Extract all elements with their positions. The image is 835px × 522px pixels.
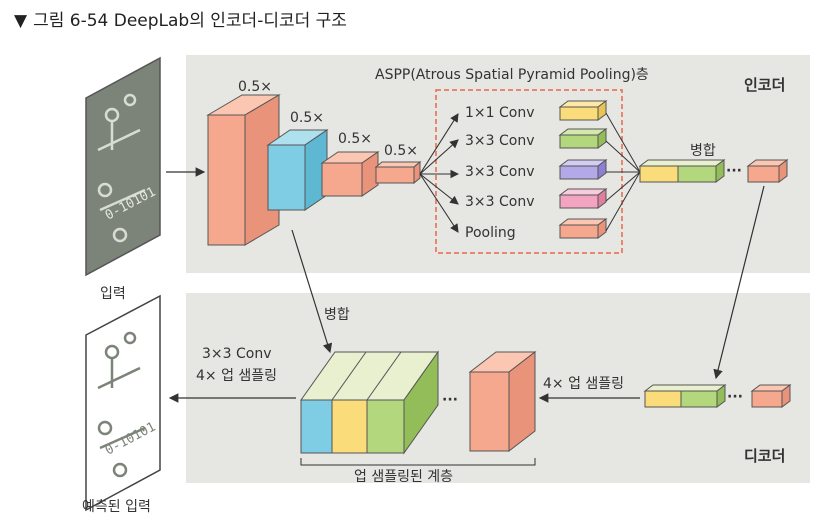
decoder-ellipsis-2: ··· bbox=[727, 389, 743, 405]
aspp-branch-label-5: Pooling bbox=[465, 225, 516, 241]
encoder-final-box bbox=[746, 159, 789, 183]
encoder-block-1 bbox=[206, 94, 281, 246]
decoder-ellipsis-1: ··· bbox=[442, 392, 458, 408]
caption-text: 그림 6-54 DeepLab의 인코더-디코더 구조 bbox=[33, 11, 347, 31]
scale-label-1: 0.5× bbox=[238, 79, 272, 95]
encoder-title: 인코더 bbox=[744, 76, 786, 94]
encoder-ellipsis: ··· bbox=[726, 163, 742, 179]
merge-lines bbox=[605, 112, 641, 232]
conv-upsample-line2: 4× 업 샘플링 bbox=[196, 368, 278, 384]
aspp-branch-label-4: 3×3 Conv bbox=[465, 194, 535, 210]
aspp-title: ASPP(Atrous Spatial Pyramid Pooling)층 bbox=[375, 67, 649, 83]
aspp-out-3 bbox=[558, 159, 608, 180]
caption-marker: ▼ bbox=[14, 11, 28, 31]
aspp-out-5 bbox=[558, 218, 608, 239]
upsampled-block bbox=[468, 350, 537, 453]
encoder-merge-label: 병합 bbox=[690, 143, 716, 159]
aspp-branch-label-1: 1×1 Conv bbox=[465, 105, 535, 121]
conv-upsample-line1: 3×3 Conv bbox=[202, 346, 272, 362]
aspp-out-4 bbox=[558, 188, 608, 209]
encoder-block-2 bbox=[266, 129, 329, 211]
encoder-block-3 bbox=[320, 151, 380, 197]
aspp-out-1 bbox=[558, 100, 608, 121]
decoder-input-concat bbox=[643, 384, 727, 408]
encoder-to-decoder-arrow bbox=[713, 185, 765, 380]
upsampled-layer-label: 업 샘플링된 계층 bbox=[354, 469, 454, 485]
skip-connection-arrow bbox=[291, 229, 333, 354]
aspp-branch-label-2: 3×3 Conv bbox=[465, 133, 535, 149]
scale-label-3: 0.5× bbox=[338, 131, 372, 147]
figure-caption: ▼그림 6-54 DeepLab의 인코더-디코더 구조 bbox=[14, 6, 347, 31]
upsampled-bracket bbox=[300, 458, 536, 466]
decoder-input-final bbox=[750, 384, 792, 408]
output-label: 예측된 입력 bbox=[82, 499, 151, 515]
upsample4-label: 4× 업 샘플링 bbox=[543, 376, 625, 392]
aspp-fanout-arrows bbox=[419, 113, 460, 233]
encoder-block-4 bbox=[374, 160, 422, 185]
output-image: 0-10101 bbox=[85, 294, 161, 512]
scale-label-4: 0.5× bbox=[384, 143, 418, 159]
input-image: 0-10101 bbox=[85, 56, 161, 277]
decoder-title: 디코더 bbox=[744, 447, 786, 465]
input-label: 입력 bbox=[100, 286, 126, 302]
decoder-concat-block bbox=[300, 350, 439, 455]
scale-label-2: 0.5× bbox=[290, 110, 324, 126]
skip-merge-label: 병합 bbox=[324, 307, 350, 323]
aspp-out-2 bbox=[558, 128, 608, 149]
aspp-branch-label-3: 3×3 Conv bbox=[465, 164, 535, 180]
encoder-concat bbox=[638, 159, 726, 183]
